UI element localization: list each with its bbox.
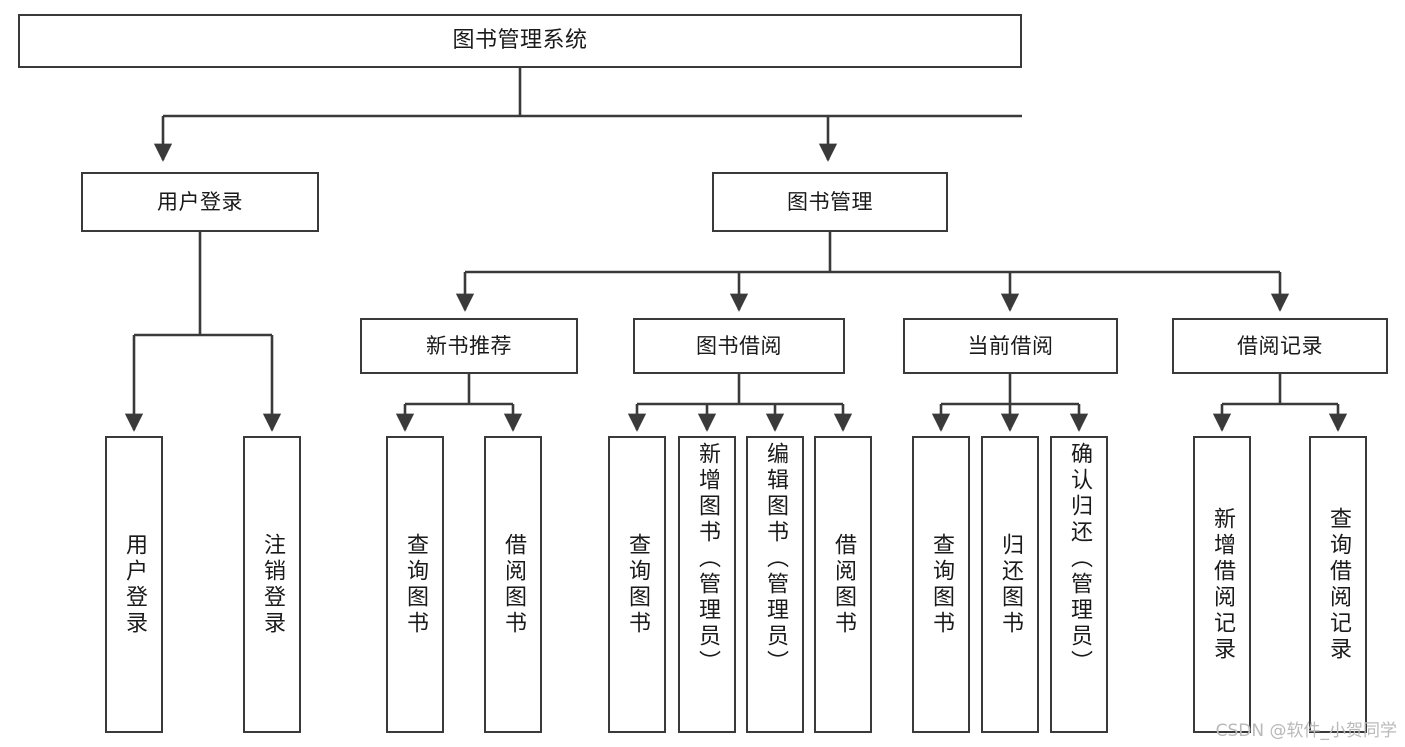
node-book-manage[interactable]: 图书管理 [712, 172, 948, 232]
node-label: 注销登录 [260, 532, 285, 637]
node-label: 借阅图书 [831, 532, 856, 637]
node-leaf-user-logout[interactable]: 注销登录 [243, 436, 301, 733]
node-user-login[interactable]: 用户登录 [81, 172, 319, 232]
node-leaf-return-book[interactable]: 归还图书 [981, 436, 1039, 733]
node-label: 编辑图书（管理员） [763, 442, 788, 676]
node-leaf-query-record[interactable]: 查询借阅记录 [1309, 436, 1367, 733]
node-leaf-borrow-book-1[interactable]: 借阅图书 [484, 436, 542, 733]
node-label: 查询图书 [929, 532, 954, 637]
node-label: 新增图书（管理员） [695, 442, 720, 676]
node-leaf-add-book[interactable]: 新增图书（管理员） [678, 436, 736, 733]
node-label: 新增借阅记录 [1210, 506, 1235, 663]
node-leaf-edit-book[interactable]: 编辑图书（管理员） [746, 436, 804, 733]
watermark-text: CSDN @软件_小贺同学 [1215, 721, 1397, 741]
node-leaf-confirm-return[interactable]: 确认归还（管理员） [1050, 436, 1108, 733]
node-label: 借阅记录 [1237, 333, 1323, 358]
node-label: 用户登录 [157, 189, 243, 214]
node-leaf-add-record[interactable]: 新增借阅记录 [1193, 436, 1251, 733]
node-label: 归还图书 [998, 532, 1023, 637]
node-leaf-borrow-book-2[interactable]: 借阅图书 [814, 436, 872, 733]
node-leaf-user-login[interactable]: 用户登录 [105, 436, 163, 733]
node-label: 借阅图书 [501, 532, 526, 637]
node-label: 当前借阅 [967, 333, 1054, 358]
node-label: 查询图书 [625, 532, 650, 637]
node-label: 查询借阅记录 [1326, 506, 1351, 663]
node-label: 确认归还（管理员） [1067, 442, 1092, 676]
node-borrow-record[interactable]: 借阅记录 [1172, 318, 1388, 374]
node-new-book-recommend[interactable]: 新书推荐 [360, 318, 578, 374]
node-root-system[interactable]: 图书管理系统 [18, 14, 1022, 68]
node-label: 查询图书 [403, 532, 428, 637]
node-label: 新书推荐 [426, 333, 512, 358]
node-label: 图书管理系统 [452, 28, 588, 54]
node-leaf-query-book-1[interactable]: 查询图书 [386, 436, 444, 733]
node-book-borrow[interactable]: 图书借阅 [633, 318, 845, 374]
node-leaf-query-book-2[interactable]: 查询图书 [608, 436, 666, 733]
node-leaf-query-book-3[interactable]: 查询图书 [912, 436, 970, 733]
node-label: 图书借阅 [696, 333, 782, 358]
node-current-borrow[interactable]: 当前借阅 [903, 318, 1118, 374]
node-label: 图书管理 [787, 189, 873, 214]
node-label: 用户登录 [122, 532, 147, 637]
